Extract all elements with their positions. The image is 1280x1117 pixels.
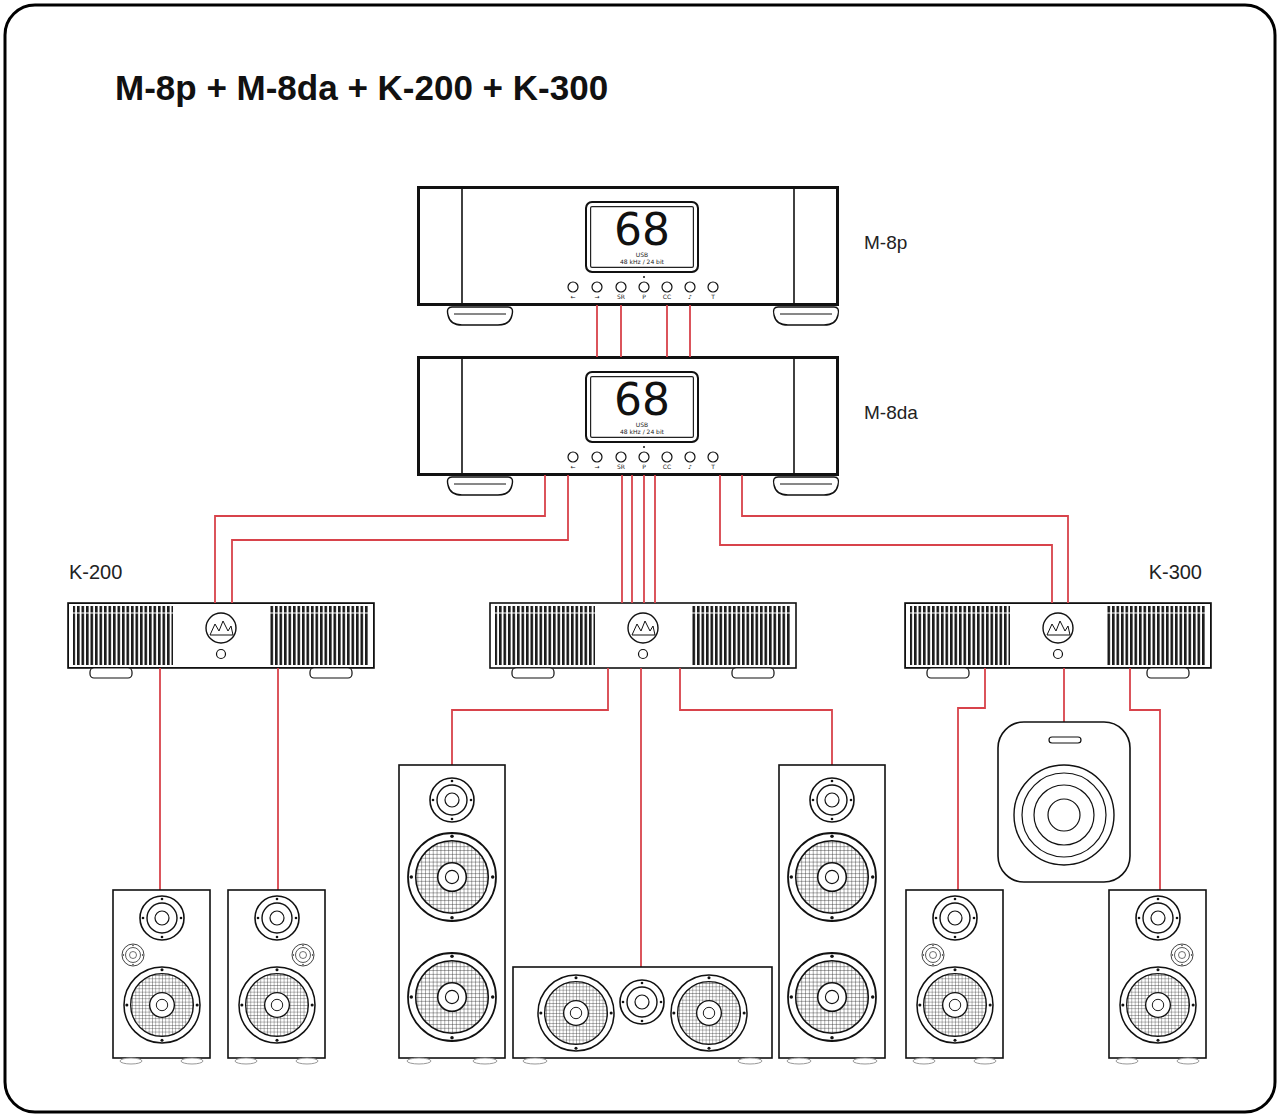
bookshelf-speaker bbox=[1109, 890, 1206, 1064]
display-format: 48 kHz / 24 bit bbox=[620, 259, 664, 266]
center-speaker bbox=[513, 967, 772, 1064]
device-label: M-8da bbox=[864, 402, 918, 424]
power-amplifier: K-200 bbox=[68, 603, 374, 668]
diagram-title: M-8p + M-8da + K-200 + K-300 bbox=[115, 68, 608, 108]
button-label: CC bbox=[663, 294, 671, 300]
button-label: SR bbox=[617, 464, 625, 470]
outer-frame bbox=[5, 5, 1275, 1112]
button-label: P bbox=[642, 294, 646, 300]
power-amplifier: K-300 bbox=[905, 603, 1211, 668]
mid-driver bbox=[292, 944, 314, 966]
button-label: → bbox=[594, 294, 599, 300]
bookshelf-speaker bbox=[228, 890, 325, 1064]
tower-speaker bbox=[779, 765, 885, 1064]
amplifier-label: K-300 bbox=[1149, 561, 1202, 584]
display-source: USB bbox=[636, 422, 648, 429]
mid-driver bbox=[922, 944, 944, 966]
button-label: → bbox=[594, 464, 599, 470]
front-display: 68USB48 kHz / 24 bit bbox=[585, 201, 699, 273]
amplifier-label: K-200 bbox=[69, 561, 122, 584]
amplifier-art bbox=[68, 603, 374, 678]
button-label: ← bbox=[570, 294, 575, 300]
button-label: P bbox=[642, 464, 646, 470]
button-label: T bbox=[711, 294, 715, 300]
button-label: ♪ bbox=[688, 464, 692, 470]
mid-driver bbox=[122, 944, 144, 966]
button-label: ← bbox=[570, 464, 575, 470]
display-source: USB bbox=[636, 252, 648, 259]
signal-cable bbox=[597, 305, 690, 357]
device-label: M-8p bbox=[864, 232, 907, 254]
processor-chassis-art bbox=[418, 187, 839, 325]
front-display: 68USB48 kHz / 24 bit bbox=[585, 371, 699, 443]
signal-cable bbox=[720, 475, 1068, 603]
bookshelf-speaker bbox=[113, 890, 210, 1064]
button-label: ♪ bbox=[688, 294, 692, 300]
signal-cable bbox=[215, 475, 568, 603]
button-label: CC bbox=[663, 464, 671, 470]
amplifier-art bbox=[490, 603, 796, 678]
processor-chassis: M-8p68USB48 kHz / 24 bit bbox=[418, 187, 838, 305]
tower-speaker bbox=[399, 765, 505, 1064]
processor-chassis: M-8da68USB48 kHz / 24 bit bbox=[418, 357, 838, 475]
display-readout: 68 bbox=[614, 208, 670, 252]
display-readout: 68 bbox=[614, 378, 670, 422]
bookshelf-speaker bbox=[906, 890, 1003, 1064]
processor-chassis-art bbox=[418, 357, 839, 495]
display-format: 48 kHz / 24 bit bbox=[620, 429, 664, 436]
button-label: SR bbox=[617, 294, 625, 300]
amplifier-art bbox=[905, 603, 1211, 678]
button-label: T bbox=[711, 464, 715, 470]
mid-driver bbox=[1171, 944, 1193, 966]
subwoofer bbox=[998, 722, 1130, 882]
